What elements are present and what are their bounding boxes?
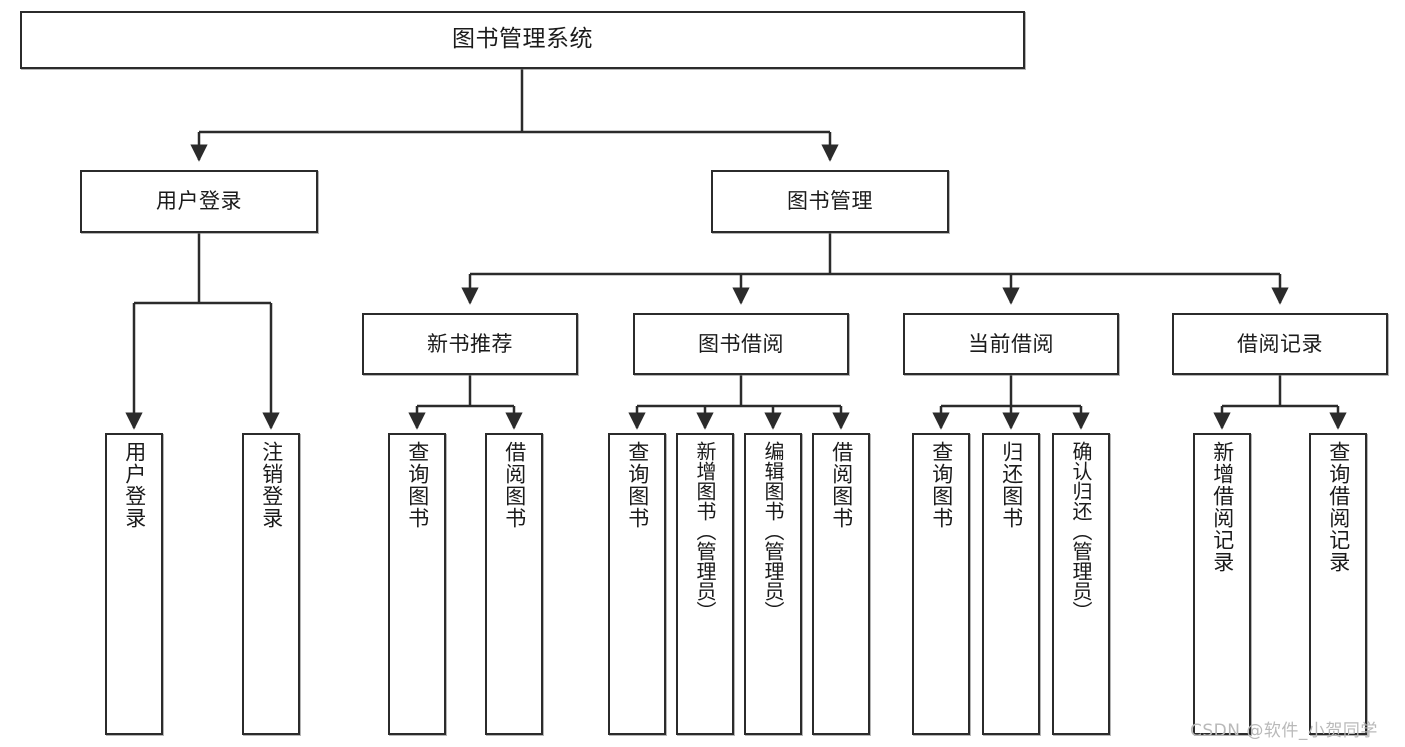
- watermark-text: CSDN @软件_小贺同学: [1190, 721, 1378, 741]
- node-label: 图书管理系统: [452, 26, 593, 53]
- leaf-logout-login[interactable]: 注销登录: [242, 433, 300, 735]
- node-label: 用户登录: [122, 441, 147, 529]
- leaf-borrow-book-new[interactable]: 借阅图书: [485, 433, 543, 735]
- node-label: 归还图书: [999, 441, 1024, 529]
- leaf-query-book-current[interactable]: 查询图书: [912, 433, 970, 735]
- node-label: 借阅记录: [1237, 331, 1323, 356]
- node-new-book-recommend[interactable]: 新书推荐: [362, 313, 578, 375]
- node-label: 确认归还（管理员）: [1069, 441, 1093, 621]
- node-book-borrow[interactable]: 图书借阅: [633, 313, 849, 375]
- leaf-query-borrow-record[interactable]: 查询借阅记录: [1309, 433, 1367, 735]
- node-label: 编辑图书（管理员）: [761, 441, 785, 621]
- node-label: 借阅图书: [502, 441, 527, 529]
- node-label: 图书管理: [787, 189, 873, 214]
- node-label: 新增借阅记录: [1210, 441, 1235, 573]
- node-book-management[interactable]: 图书管理: [711, 170, 949, 233]
- leaf-return-book[interactable]: 归还图书: [982, 433, 1040, 735]
- node-user-login[interactable]: 用户登录: [80, 170, 318, 233]
- node-label: 新增图书（管理员）: [693, 441, 717, 621]
- node-label: 查询借阅记录: [1326, 441, 1351, 573]
- leaf-user-login[interactable]: 用户登录: [105, 433, 163, 735]
- leaf-borrow-book[interactable]: 借阅图书: [812, 433, 870, 735]
- node-root-system[interactable]: 图书管理系统: [20, 11, 1025, 69]
- leaf-add-book-admin[interactable]: 新增图书（管理员）: [676, 433, 734, 735]
- node-label: 用户登录: [156, 189, 242, 214]
- node-label: 查询图书: [929, 441, 954, 529]
- node-current-borrow[interactable]: 当前借阅: [903, 313, 1119, 375]
- node-label: 当前借阅: [968, 331, 1054, 356]
- leaf-confirm-return-admin[interactable]: 确认归还（管理员）: [1052, 433, 1110, 735]
- leaf-query-book-new[interactable]: 查询图书: [388, 433, 446, 735]
- node-label: 查询图书: [405, 441, 430, 529]
- node-label: 查询图书: [625, 441, 650, 529]
- node-label: 新书推荐: [427, 331, 513, 356]
- node-label: 图书借阅: [698, 331, 784, 356]
- node-label: 借阅图书: [829, 441, 854, 529]
- leaf-edit-book-admin[interactable]: 编辑图书（管理员）: [744, 433, 802, 735]
- node-borrow-record[interactable]: 借阅记录: [1172, 313, 1388, 375]
- leaf-add-borrow-record[interactable]: 新增借阅记录: [1193, 433, 1251, 735]
- node-label: 注销登录: [259, 441, 284, 529]
- leaf-query-book-borrow[interactable]: 查询图书: [608, 433, 666, 735]
